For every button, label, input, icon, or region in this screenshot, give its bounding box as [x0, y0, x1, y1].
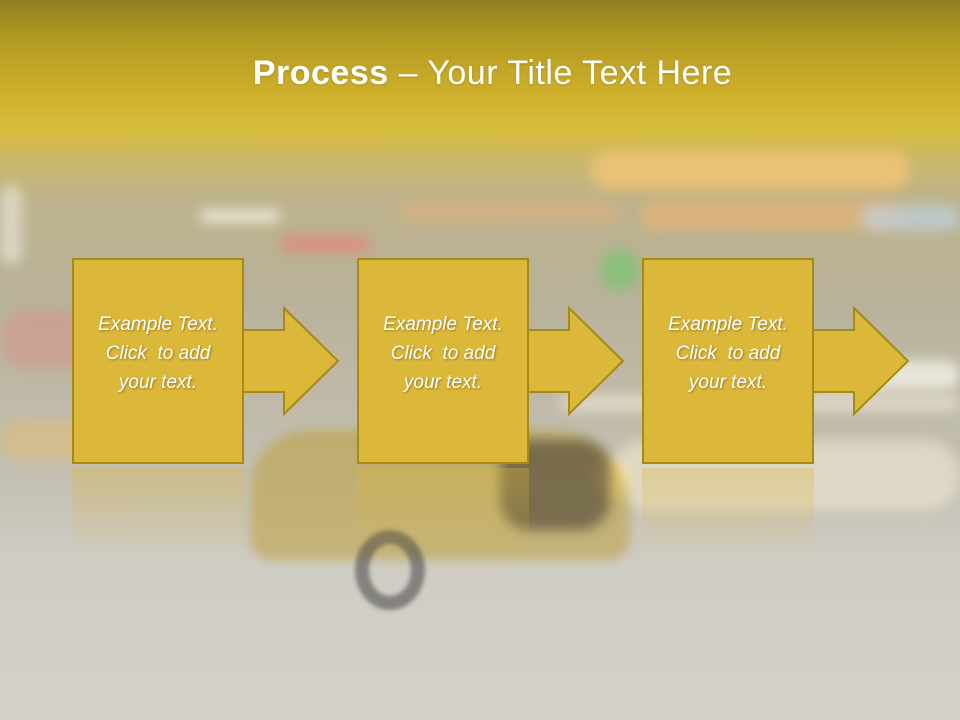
step-reflection — [72, 468, 244, 558]
step-reflection — [357, 468, 529, 558]
light-streak — [860, 205, 960, 231]
step-line: Example Text. — [98, 314, 218, 335]
step-line: your text. — [118, 372, 198, 393]
light-streak — [640, 200, 900, 230]
light-streak — [200, 210, 280, 222]
light-streak — [590, 150, 910, 190]
step-reflection — [642, 468, 814, 558]
step-text[interactable]: Example Text. Click to add your text. — [72, 310, 244, 397]
step-box — [642, 258, 814, 464]
step-line: your text. — [688, 372, 768, 393]
step-line: Click to add — [390, 343, 496, 364]
light-streak — [600, 250, 640, 290]
light-streak — [280, 236, 370, 252]
light-streak — [0, 185, 22, 265]
step-text[interactable]: Example Text. Click to add your text. — [642, 310, 814, 397]
right-arrow-icon — [811, 305, 910, 417]
step-text[interactable]: Example Text. Click to add your text. — [357, 310, 529, 397]
step-line: Example Text. — [668, 314, 788, 335]
right-arrow-icon — [526, 305, 625, 417]
step-line: Click to add — [105, 343, 211, 364]
step-line: your text. — [403, 372, 483, 393]
step-box — [72, 258, 244, 464]
slide-title[interactable]: Process – Your Title Text Here — [0, 54, 960, 93]
light-streak — [400, 200, 620, 224]
right-arrow-icon — [241, 305, 340, 417]
step-line: Click to add — [675, 343, 781, 364]
title-bold-part: Process — [252, 54, 389, 92]
process-step-1[interactable]: Example Text. Click to add your text. — [72, 258, 340, 558]
process-step-2[interactable]: Example Text. Click to add your text. — [357, 258, 625, 558]
process-step-3[interactable]: Example Text. Click to add your text. — [642, 258, 910, 558]
title-rest-part: – Your Title Text Here — [388, 54, 733, 92]
step-box — [357, 258, 529, 464]
step-line: Example Text. — [383, 314, 503, 335]
